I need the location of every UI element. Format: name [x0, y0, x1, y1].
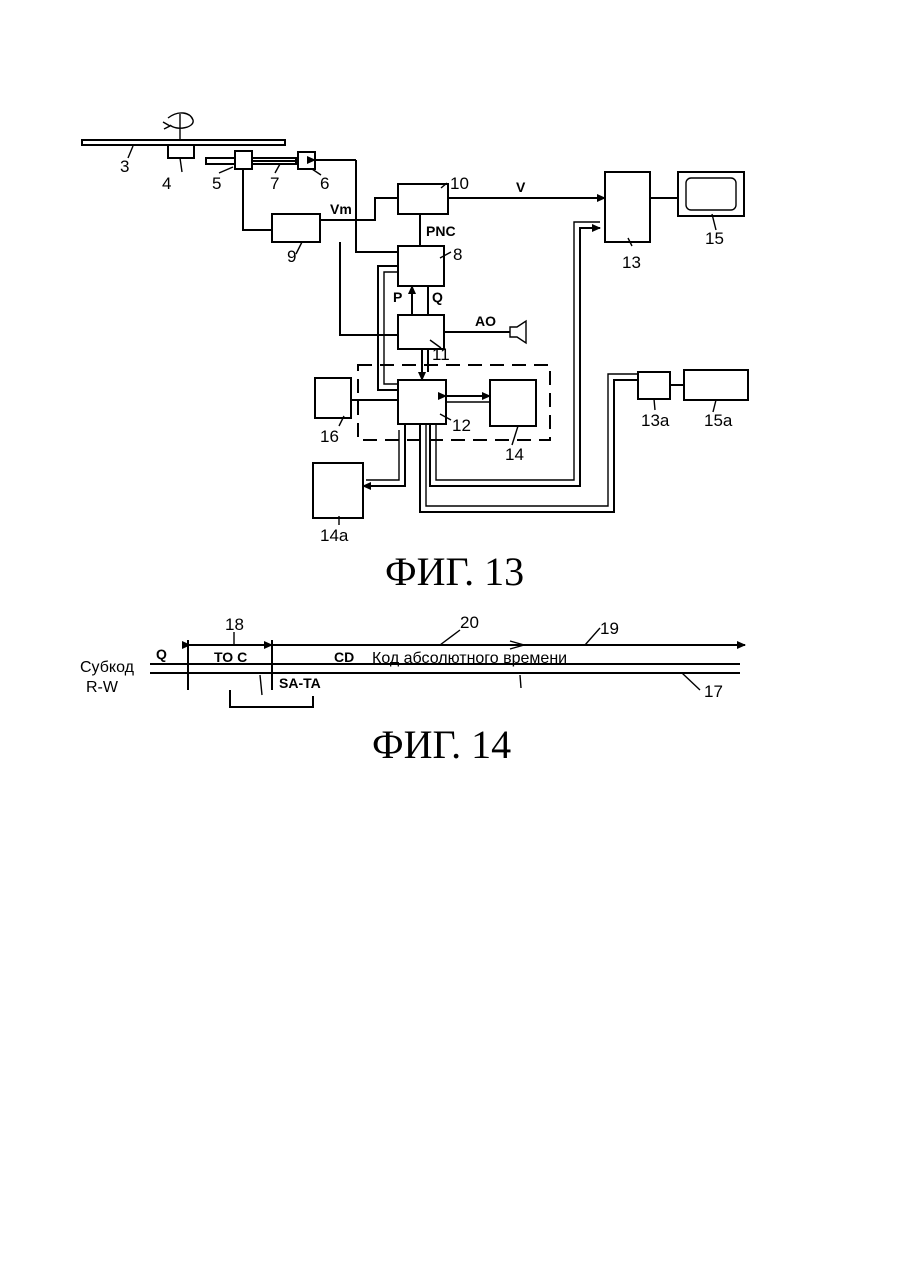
block-14: [490, 380, 536, 426]
block-13: [605, 172, 650, 242]
label-10: 10: [450, 174, 469, 193]
block-10: [398, 184, 448, 214]
figure-14: 18 20 19 17 Субкод R-W Q TO C CD Код абс…: [80, 613, 745, 767]
block-15a: [684, 370, 748, 400]
sa-ta-label: SA-TA: [279, 675, 321, 691]
label-15: 15: [705, 229, 724, 248]
signal-pnc: PNC: [426, 223, 456, 239]
signal-q: Q: [432, 289, 443, 305]
block-16: [315, 378, 351, 418]
abs-time-label: Код абсолютного времени: [372, 650, 567, 667]
label-13: 13: [622, 253, 641, 272]
label-20: 20: [460, 613, 479, 632]
block-11: [398, 315, 444, 349]
label-14a: 14a: [320, 526, 349, 545]
label-12: 12: [452, 416, 471, 435]
subcode-label: Субкод: [80, 659, 135, 676]
label-14: 14: [505, 445, 524, 464]
label-18: 18: [225, 615, 244, 634]
cd-label: CD: [334, 649, 354, 665]
signal-p: P: [393, 289, 402, 305]
label-15a: 15a: [704, 411, 733, 430]
label-16: 16: [320, 427, 339, 446]
label-17: 17: [704, 682, 723, 701]
q-label: Q: [156, 646, 167, 662]
label-9: 9: [287, 247, 296, 266]
subcode-rw-label: R-W: [86, 679, 119, 696]
signal-v: V: [516, 179, 526, 195]
signal-ao: AO: [475, 313, 496, 329]
block-12: [398, 380, 446, 424]
label-6: 6: [320, 174, 329, 193]
block-8: [398, 246, 444, 286]
label-4: 4: [162, 174, 171, 193]
label-8: 8: [453, 245, 462, 264]
block-9: [272, 214, 320, 242]
signal-vm: Vm: [330, 201, 352, 217]
figure-13: 3 4 5 7 6 10 9 8 11 12 14 16 14a 13 15 1…: [82, 113, 748, 594]
disc: [82, 113, 285, 145]
label-19: 19: [600, 619, 619, 638]
block-13a: [638, 372, 670, 399]
label-5: 5: [212, 174, 221, 193]
label-13a: 13a: [641, 411, 670, 430]
caption-fig13: ФИГ. 13: [385, 549, 524, 594]
block-14a: [313, 463, 363, 518]
label-7: 7: [270, 174, 279, 193]
monitor-15: [678, 172, 744, 216]
label-3: 3: [120, 157, 129, 176]
pickup-assembly: [206, 151, 315, 169]
toc-label: TO C: [214, 649, 247, 665]
caption-fig14: ФИГ. 14: [372, 722, 511, 767]
label-11: 11: [432, 345, 450, 364]
spindle-motor: [168, 145, 194, 158]
